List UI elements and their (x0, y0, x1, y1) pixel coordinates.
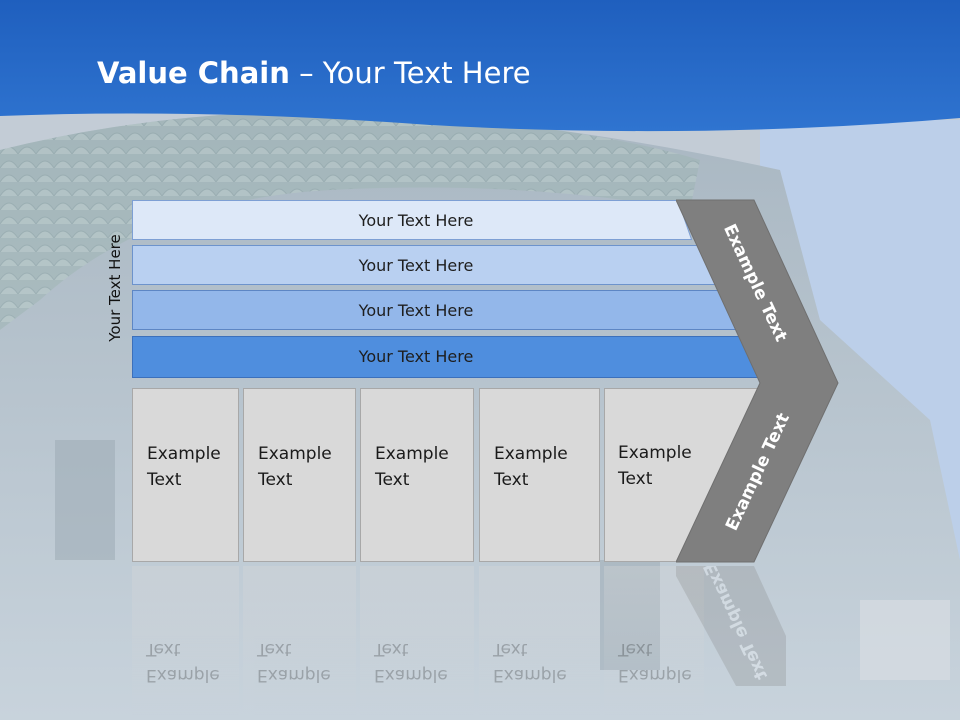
support-bar-4[interactable]: Your Text Here (132, 336, 764, 378)
title-bold: Value Chain (97, 56, 290, 90)
support-bar-1[interactable]: Your Text Here (132, 200, 692, 240)
chevron-reflection: Example Text (676, 566, 786, 686)
support-bar-2-label: Your Text Here (358, 255, 474, 275)
support-bar-2[interactable]: Your Text Here (132, 245, 716, 285)
slide-title: Value Chain – Your Text Here (97, 56, 531, 90)
support-bar-3-label: Your Text Here (358, 300, 474, 320)
roof-tiles (0, 111, 700, 331)
title-rest: – Your Text Here (289, 56, 531, 90)
support-bar-1-label: Your Text Here (358, 210, 474, 230)
header-band (0, 0, 960, 132)
support-bar-3[interactable]: Your Text Here (132, 290, 740, 330)
margin-chevron[interactable] (676, 198, 840, 564)
side-label: Your Text Here (106, 234, 124, 342)
chevron-shape (676, 199, 839, 563)
support-bar-4-label: Your Text Here (358, 346, 474, 366)
